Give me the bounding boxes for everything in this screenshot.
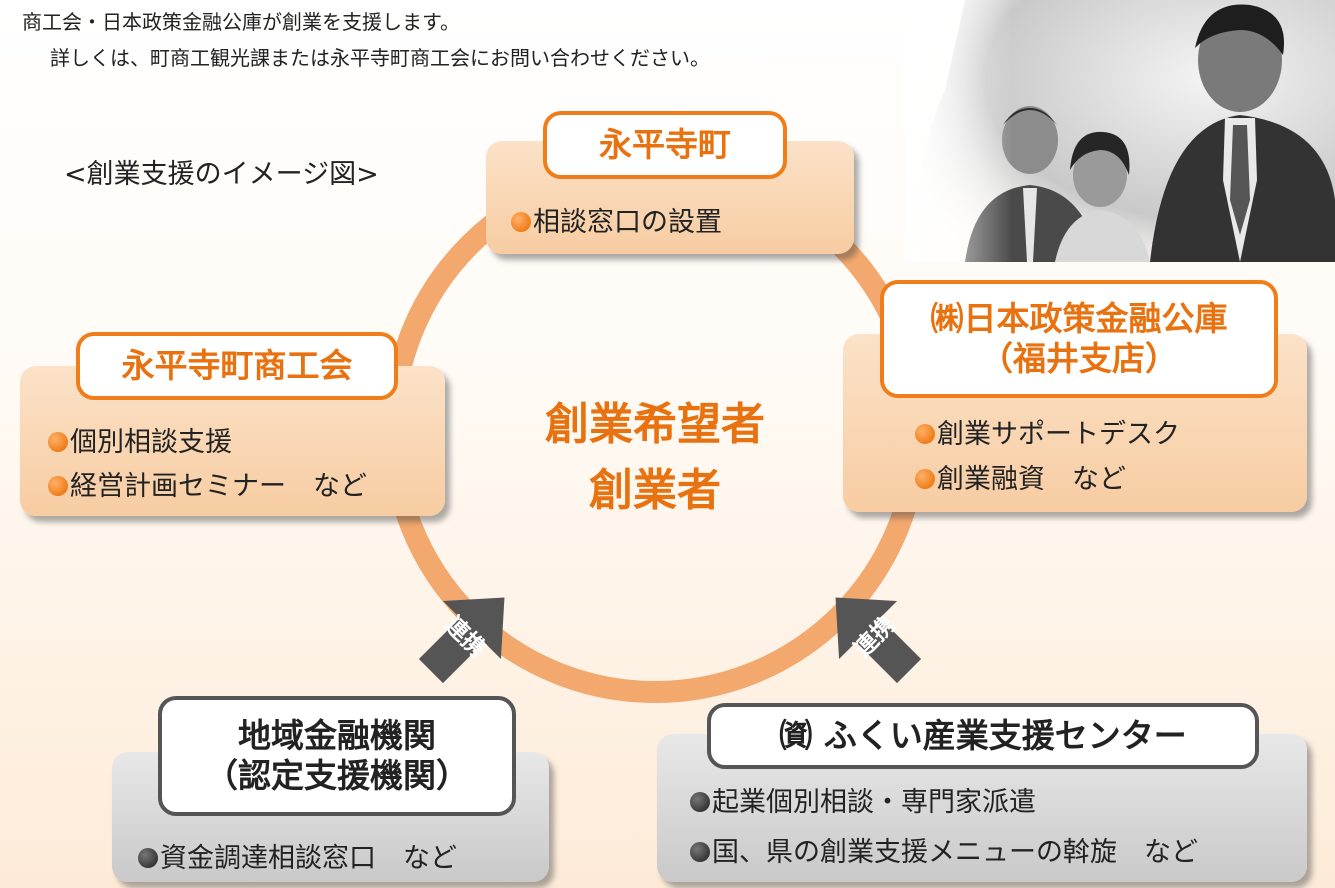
center-line-2: 創業者 bbox=[589, 465, 721, 516]
bullet-icon bbox=[690, 792, 710, 812]
chamber-item-2: 経営計画セミナー など bbox=[48, 464, 367, 503]
bank-title-line2: （認定支援機関） bbox=[205, 756, 469, 795]
business-people-photo bbox=[905, 0, 1335, 262]
intro-line-2: 詳しくは、町商工観光課または永平寺町商工会にお問い合わせください。 bbox=[50, 46, 710, 70]
fukui-center-item-1: 起業個別相談・専門家派遣 bbox=[690, 780, 1036, 819]
collaboration-label-left: 連携 bbox=[439, 611, 491, 663]
jfc-item-2: 創業融資 など bbox=[915, 457, 1126, 496]
town-title-text: 永平寺町 bbox=[599, 125, 731, 165]
chamber-title-text: 永平寺町商工会 bbox=[121, 346, 353, 386]
diagram-caption: <創業支援のイメージ図> bbox=[64, 159, 379, 190]
bank-title: 地域金融機関 （認定支援機関） bbox=[158, 696, 516, 816]
center-line-1: 創業希望者 bbox=[545, 399, 765, 450]
bullet-icon bbox=[48, 476, 68, 496]
bank-item-1: 資金調達相談窓口 など bbox=[138, 836, 457, 875]
collaboration-label-right: 連携 bbox=[849, 611, 901, 663]
jfc-title: ㈱日本政策金融公庫 （福井支店） bbox=[880, 280, 1278, 398]
arrow-up-right-icon bbox=[418, 597, 505, 684]
town-title: 永平寺町 bbox=[543, 111, 787, 179]
bullet-icon bbox=[138, 848, 158, 868]
bullet-icon bbox=[690, 842, 710, 862]
bullet-icon bbox=[48, 432, 68, 452]
bank-title-line1: 地域金融機関 bbox=[238, 716, 436, 756]
bullet-icon bbox=[511, 212, 531, 232]
jfc-title-line1: ㈱日本政策金融公庫 bbox=[930, 299, 1228, 339]
town-item-1: 相談窓口の設置 bbox=[511, 200, 722, 239]
intro-line-1: 商工会・日本政策金融公庫が創業を支援します。 bbox=[22, 10, 460, 34]
collaboration-arrow-left: 連携 bbox=[412, 580, 522, 690]
chamber-title: 永平寺町商工会 bbox=[76, 332, 398, 400]
jfc-item-1: 創業サポートデスク bbox=[915, 412, 1180, 451]
jfc-title-line2: （福井支店） bbox=[980, 339, 1178, 378]
arrow-up-left-icon bbox=[835, 597, 922, 684]
bullet-icon bbox=[915, 469, 935, 489]
chamber-item-1: 個別相談支援 bbox=[48, 420, 232, 459]
collaboration-arrow-right: 連携 bbox=[818, 580, 928, 690]
bullet-icon bbox=[915, 424, 935, 444]
fukui-center-item-2: 国、県の創業支援メニューの斡旋 など bbox=[690, 830, 1198, 869]
fukui-center-title-text: ㈾ ふくい産業支援センター bbox=[779, 716, 1187, 756]
fukui-center-title: ㈾ ふくい産業支援センター bbox=[707, 703, 1259, 769]
